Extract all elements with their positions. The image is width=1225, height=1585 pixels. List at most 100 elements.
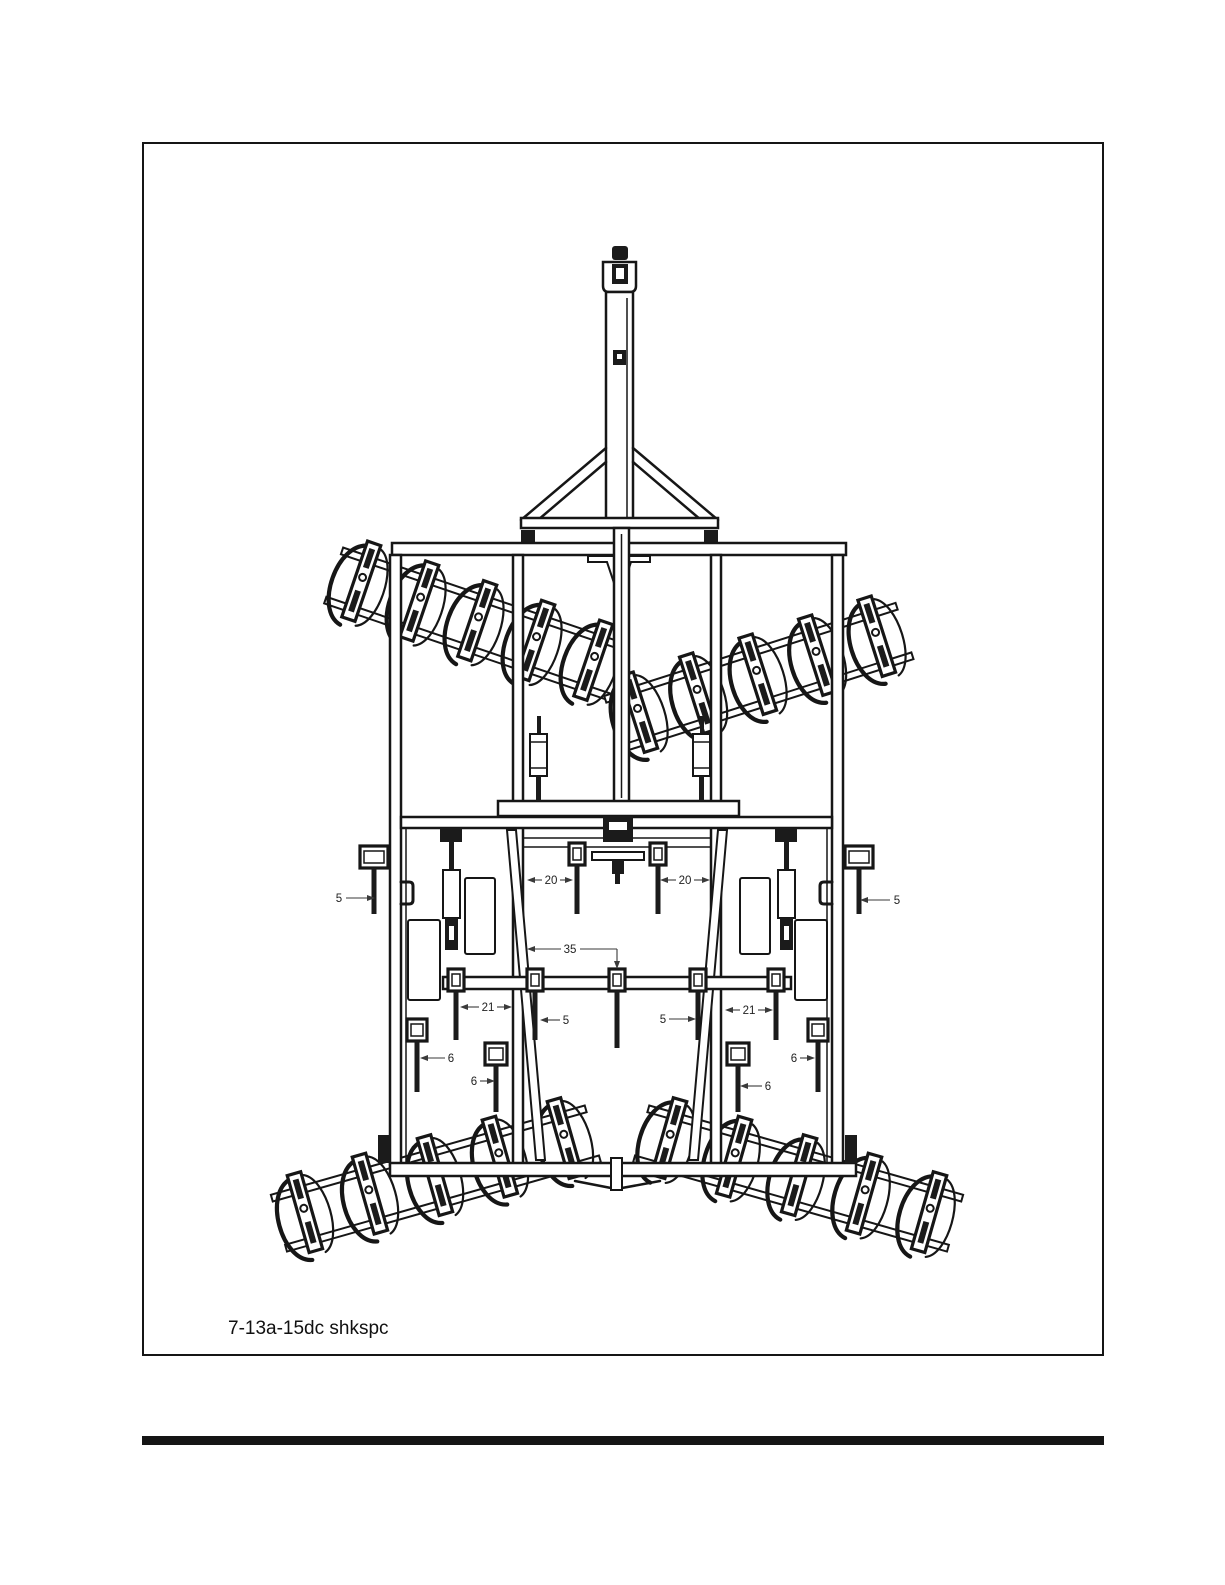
cylinder-rod-bottom [536, 776, 541, 801]
callout-center-spacing: 35 [527, 944, 620, 969]
harrow-section-front-right [600, 590, 918, 767]
figure-caption: 7-13a-15dc shkspc [228, 1318, 389, 1339]
cylinder-rod [784, 842, 789, 870]
tine-pivot-bolt [532, 632, 541, 641]
hitch [521, 246, 718, 552]
shank-clamp [650, 843, 666, 865]
shank-front-inner-left [569, 843, 585, 914]
cylinder-rod-top [700, 716, 704, 734]
tine-pivot-bolt [365, 1185, 374, 1194]
callout-label: 20 [545, 875, 558, 887]
shank-tine [774, 991, 779, 1040]
shank-rear-outer-right [808, 1019, 828, 1092]
arrowhead [420, 1055, 428, 1061]
cylinder-base-slot [784, 926, 789, 940]
shank-front-outer-left [360, 846, 388, 914]
hitch-brace-right-outer [633, 448, 718, 520]
shank-tine [372, 868, 377, 914]
drawbar-right [622, 1181, 660, 1188]
tine-pivot-bolt [666, 1130, 675, 1139]
callout-mid-left: 21 [460, 1002, 512, 1014]
left-outer-rail [390, 555, 401, 1165]
footer-rule [142, 1436, 1104, 1445]
shank-clamp [609, 969, 625, 991]
shank-tine [656, 865, 661, 914]
hydraulic-cylinder-lower-left [440, 828, 462, 950]
shank-clamp [690, 969, 706, 991]
callout-rear-inner-left: 6 [471, 1076, 495, 1088]
cylinder-barrel [693, 734, 710, 776]
mid-center-crossbar [498, 801, 739, 816]
callout-mid-inner-right: 5 [660, 1014, 696, 1026]
shank-clamp [768, 969, 784, 991]
cylinder-mount [440, 828, 462, 842]
arrowhead [688, 1016, 696, 1022]
shank-clamp [527, 969, 543, 991]
callout-label: 6 [471, 1076, 477, 1088]
callout-mid-inner-left: 5 [540, 1015, 569, 1027]
callout-front-outer-right: 5 [860, 895, 900, 907]
callout-rear-outer-right: 6 [791, 1053, 815, 1065]
harrow-section-rear-left [267, 1092, 605, 1266]
hitch-brace-left-inner [538, 462, 606, 520]
shank-rear-inner-right [727, 1043, 749, 1112]
drawbar-left [575, 1181, 611, 1188]
arrowhead [527, 877, 535, 883]
tine-pivot-bolt [693, 685, 702, 694]
callout-label: 6 [765, 1081, 771, 1093]
shank-tine [857, 868, 862, 914]
center-lower-block [612, 860, 624, 874]
cylinder-rod-top [537, 716, 541, 734]
handle-right [820, 882, 832, 904]
callout-front-outer-left: 5 [336, 893, 375, 905]
gauge-wheel-right-outer [795, 920, 827, 1000]
shank-tine [533, 991, 538, 1040]
callout-label: 6 [791, 1053, 797, 1065]
cylinder-barrel [443, 870, 460, 918]
implement-frame [378, 246, 857, 1190]
callout-rear-outer-left: 6 [420, 1053, 454, 1065]
shank-clamp [448, 969, 464, 991]
hydraulic-cylinder-lower-right [775, 828, 797, 950]
tine-pivot-bolt [926, 1204, 935, 1213]
shank-rear-inner-left [485, 1043, 507, 1112]
tine-pivot-bolt [861, 1185, 870, 1194]
center-stub [615, 874, 620, 884]
tine-pivot-bolt [559, 1130, 568, 1139]
shank-tine [575, 865, 580, 914]
cylinder-barrel [530, 734, 547, 776]
tine-pivot-bolt [416, 593, 425, 602]
hitch-clevis-cap [612, 246, 628, 260]
shank-tine [816, 1041, 821, 1092]
tongue-jack-slot [617, 354, 622, 359]
tine-pivot-bolt [752, 666, 761, 675]
arrowhead [565, 877, 573, 883]
rear-corner-bracket-left [378, 1135, 390, 1163]
right-outer-rail [832, 555, 843, 1165]
rear-center-post [611, 1158, 622, 1190]
callout-front-inner-right: 20 [660, 875, 710, 887]
shank-tine [454, 991, 459, 1040]
shank-tine [736, 1065, 741, 1112]
callout-label: 5 [894, 895, 900, 907]
gauge-wheel-right-inner [740, 878, 770, 954]
tine-pivot-bolt [590, 652, 599, 661]
shank-mid-center [609, 969, 625, 1048]
callout-label: 6 [448, 1053, 454, 1065]
arrowhead [765, 1007, 773, 1013]
shank-clamp [808, 1019, 828, 1041]
shank-tine [415, 1041, 420, 1092]
tine-pivot-bolt [474, 612, 483, 621]
cylinder-rod [449, 842, 454, 870]
shank-mid-left-outer [448, 969, 464, 1040]
shank-front-inner-right [650, 843, 666, 914]
rear-corner-bracket-right [845, 1135, 857, 1163]
hitch-pin-slot [616, 268, 624, 279]
callout-label: 21 [482, 1002, 495, 1014]
callout-label: 35 [564, 944, 577, 956]
arrowhead [504, 1004, 512, 1010]
center-mount-slot [609, 822, 627, 830]
shank-rear-outer-left [407, 1019, 427, 1092]
arrowhead [527, 946, 535, 952]
